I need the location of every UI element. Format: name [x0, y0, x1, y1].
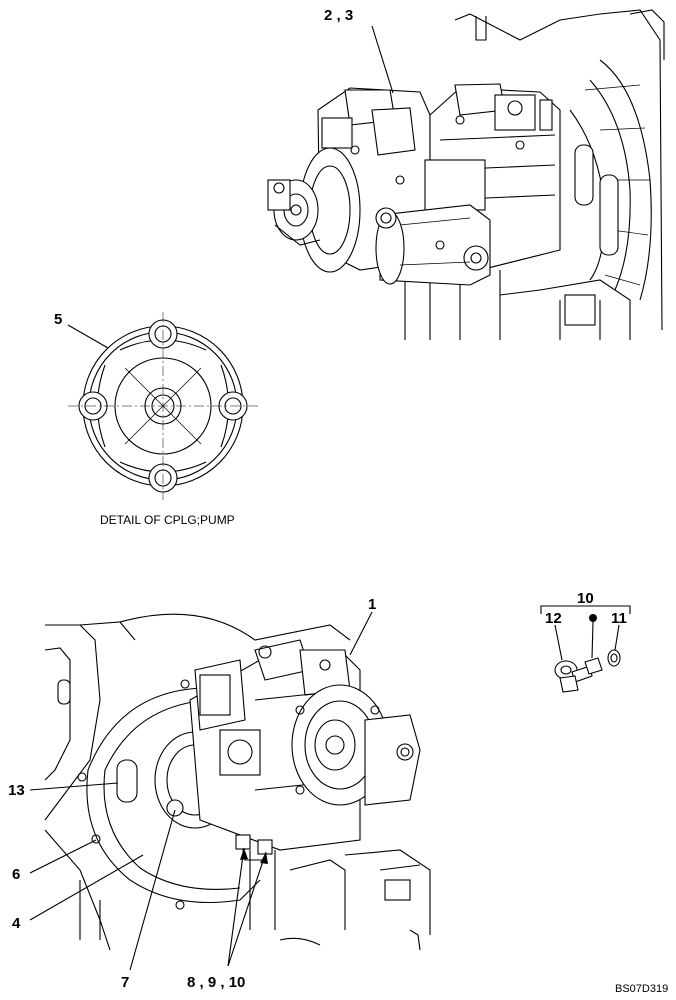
callout-7: 7	[121, 974, 129, 991]
callout-13: 13	[8, 782, 25, 799]
callout-4: 4	[12, 915, 21, 932]
callout-11: 11	[611, 610, 627, 627]
callout-2-3: 2 , 3	[324, 7, 353, 24]
lower-pump-assembly	[44, 613, 431, 951]
callout-6: 6	[12, 866, 20, 883]
leader-4	[29, 854, 144, 921]
detail-caption: DETAIL OF CPLG;PUMP	[100, 513, 235, 527]
kit-10-detail	[540, 605, 631, 693]
leader-7	[129, 809, 176, 971]
reference-code: BS07D319	[615, 983, 668, 995]
leader-6	[29, 839, 97, 874]
callout-10: 10	[577, 590, 594, 607]
leader-13	[29, 782, 119, 791]
leader-1	[349, 611, 373, 656]
leader-2-3	[371, 25, 394, 94]
bullet-dot	[589, 614, 597, 622]
callout-1: 1	[368, 596, 376, 613]
callout-5: 5	[54, 311, 62, 328]
leader-5	[67, 324, 109, 349]
callout-8-9-10: 8 , 9 , 10	[187, 974, 245, 991]
upper-pump-assembly	[267, 9, 665, 340]
callout-12: 12	[545, 610, 562, 627]
leader-8-9-10	[227, 847, 268, 967]
coupling-detail	[68, 312, 258, 500]
